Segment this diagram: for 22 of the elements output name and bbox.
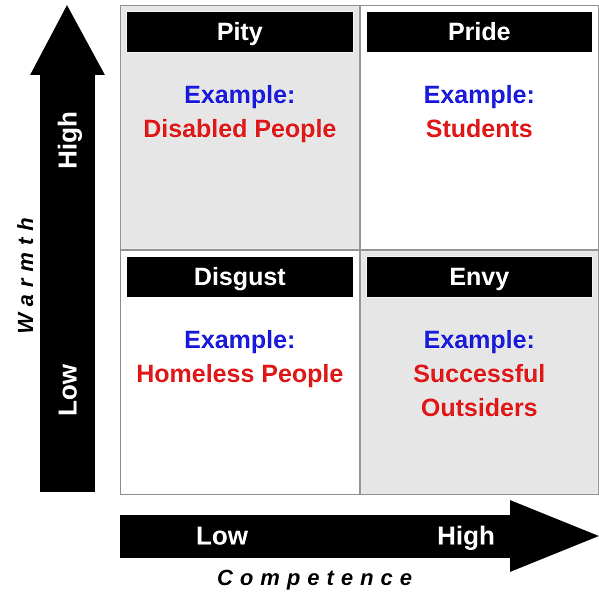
axis-title: Warmth	[13, 210, 39, 334]
axis-label: Low	[196, 520, 248, 552]
quadrant-heading: Envy	[366, 257, 592, 297]
axis-label: High	[52, 111, 84, 169]
example-label: Example:	[422, 80, 536, 111]
example-label: Example:	[183, 80, 296, 111]
example-label: Example:	[183, 325, 296, 356]
axis-label: High	[437, 520, 495, 552]
quadrant-heading: Pity	[127, 12, 352, 52]
quadrant-box	[120, 5, 360, 250]
example-text: Disabled People	[142, 114, 338, 145]
example-text: Students	[424, 114, 534, 145]
example-label: Example:	[422, 325, 536, 356]
axis-title: Competence	[216, 565, 420, 591]
quadrant-heading: Disgust	[127, 257, 352, 297]
example-text: Homeless People	[135, 359, 344, 390]
quadrant-box	[360, 250, 599, 495]
quadrant-box	[360, 5, 599, 250]
example-text: Successful Outsiders	[412, 359, 546, 424]
quadrant-heading: Pride	[366, 12, 592, 52]
axis-label: Low	[52, 364, 84, 416]
quadrant-box	[120, 250, 360, 495]
